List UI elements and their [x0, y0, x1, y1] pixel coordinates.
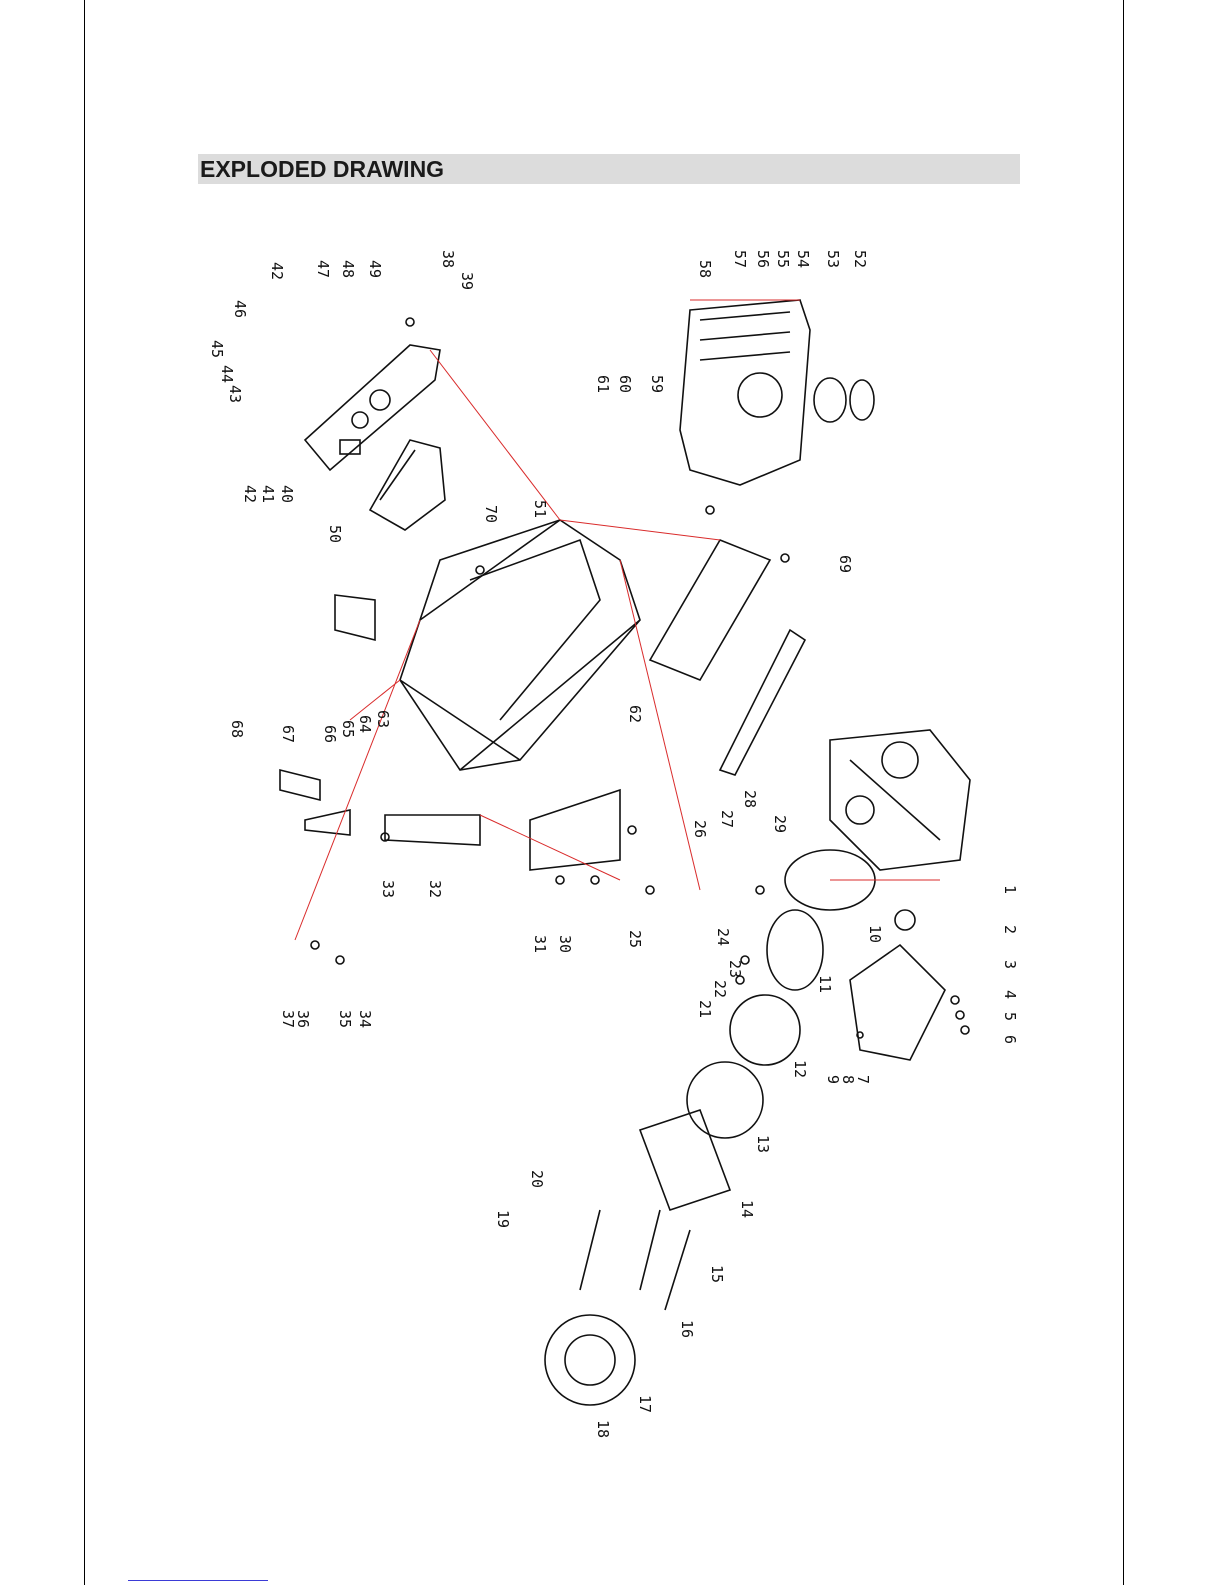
part-label-22: 22	[711, 980, 729, 998]
part-label-42-top: 42	[268, 262, 286, 280]
part-label-34: 34	[356, 1010, 374, 1028]
part-label-1: 1	[1001, 885, 1019, 894]
part-label-68: 68	[228, 720, 246, 738]
part-label-15: 15	[708, 1265, 726, 1283]
frame	[400, 520, 640, 770]
part-label-39: 39	[458, 272, 476, 290]
part-label-21: 21	[696, 1000, 714, 1018]
part-label-57: 57	[731, 250, 749, 268]
part-label-70: 70	[482, 505, 500, 523]
part-label-61: 61	[594, 375, 612, 393]
part-label-31: 31	[531, 935, 549, 953]
fuel-tank	[680, 300, 874, 485]
part-label-14: 14	[738, 1200, 756, 1218]
part-label-37: 37	[279, 1010, 297, 1028]
part-label-9: 9	[824, 1075, 842, 1084]
part-label-30: 30	[556, 935, 574, 953]
part-label-58: 58	[696, 260, 714, 278]
part-label-67: 67	[279, 725, 297, 743]
part-label-17: 17	[636, 1395, 654, 1413]
part-label-12: 12	[791, 1060, 809, 1078]
part-label-33: 33	[379, 880, 397, 898]
part-label-64: 64	[356, 715, 374, 733]
part-label-10: 10	[866, 925, 884, 943]
alternator	[640, 850, 875, 1210]
leader-lines	[295, 300, 940, 940]
part-label-2: 2	[1001, 925, 1019, 934]
part-label-32: 32	[426, 880, 444, 898]
part-label-66: 66	[321, 725, 339, 743]
part-label-62: 62	[626, 705, 644, 723]
part-label-63: 63	[374, 710, 392, 728]
part-label-51: 51	[531, 500, 549, 518]
part-label-54: 54	[794, 250, 812, 268]
muffler	[850, 910, 945, 1060]
battery-box	[370, 440, 445, 530]
part-label-50: 50	[326, 525, 344, 543]
part-label-4: 4	[1001, 990, 1019, 999]
part-label-25: 25	[626, 930, 644, 948]
part-label-49: 49	[366, 260, 384, 278]
part-label-45: 45	[208, 340, 226, 358]
part-label-53: 53	[824, 250, 842, 268]
part-label-52: 52	[851, 250, 869, 268]
part-label-3: 3	[1001, 960, 1019, 969]
part-label-28: 28	[741, 790, 759, 808]
end-cover	[545, 1210, 690, 1405]
part-label-46: 46	[231, 300, 249, 318]
part-label-29: 29	[771, 815, 789, 833]
control-panel	[305, 345, 440, 470]
part-label-56: 56	[754, 250, 772, 268]
footer-link-underline	[128, 1580, 268, 1581]
part-label-35: 35	[336, 1010, 354, 1028]
part-label-42: 42	[241, 485, 259, 503]
part-label-41: 41	[259, 485, 277, 503]
part-label-38: 38	[439, 250, 457, 268]
part-labels: 1234567891011121314151617181920212223242…	[208, 250, 1019, 1438]
part-label-59: 59	[648, 375, 666, 393]
part-label-43: 43	[226, 385, 244, 403]
part-label-5: 5	[1001, 1012, 1019, 1021]
part-label-65: 65	[339, 720, 357, 738]
part-label-40: 40	[278, 485, 296, 503]
part-label-18: 18	[594, 1420, 612, 1438]
part-label-44: 44	[218, 365, 236, 383]
part-label-48: 48	[339, 260, 357, 278]
part-label-6: 6	[1001, 1035, 1019, 1044]
engine	[830, 730, 970, 870]
part-label-69: 69	[836, 555, 854, 573]
part-label-20: 20	[528, 1170, 546, 1188]
part-label-19: 19	[494, 1210, 512, 1228]
part-label-13: 13	[754, 1135, 772, 1153]
muffler-shield	[650, 540, 805, 775]
part-label-55: 55	[774, 250, 792, 268]
part-label-11: 11	[816, 975, 834, 993]
part-label-27: 27	[718, 810, 736, 828]
part-label-23: 23	[726, 960, 744, 978]
part-label-26: 26	[691, 820, 709, 838]
part-label-16: 16	[678, 1320, 696, 1338]
part-label-47: 47	[314, 260, 332, 278]
part-label-60: 60	[616, 375, 634, 393]
part-label-24: 24	[714, 928, 732, 946]
